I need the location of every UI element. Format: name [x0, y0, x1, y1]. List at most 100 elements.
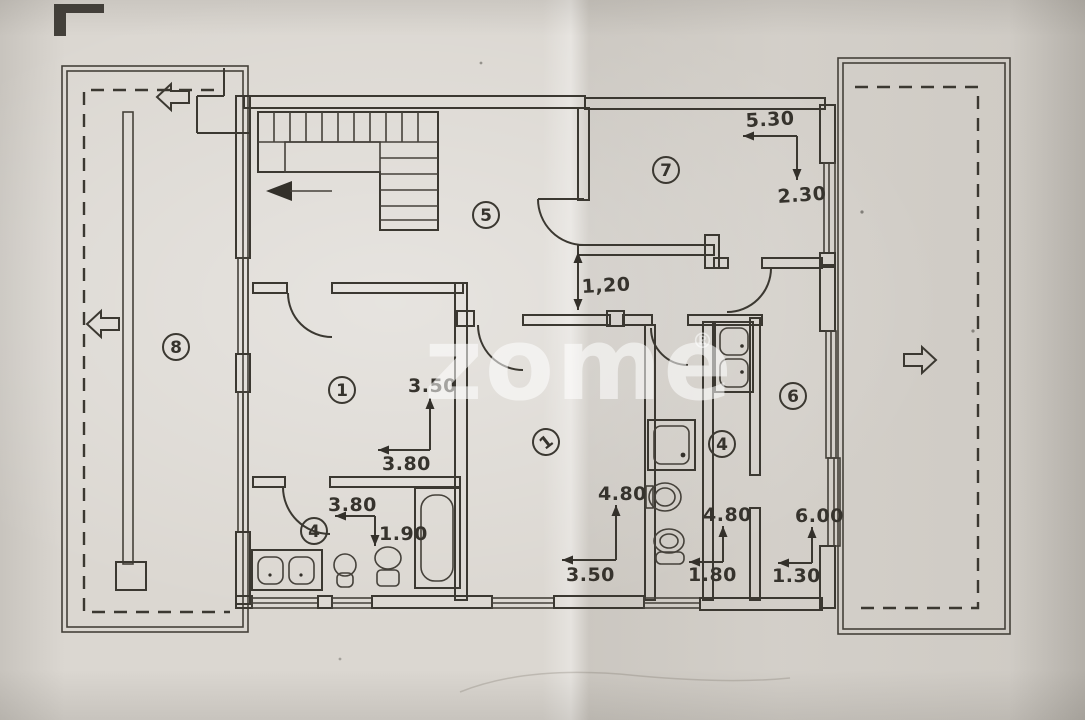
living-top-wall-a	[522, 314, 611, 326]
room7-number: 7	[660, 161, 672, 181]
dim-room6-width-label: 1.30	[772, 565, 821, 587]
exit-arrow-left-icon	[85, 308, 120, 340]
door-bath2	[650, 327, 689, 366]
toilet-2	[653, 528, 685, 565]
bottom-wall-seg3	[371, 595, 493, 609]
wall-jog	[704, 234, 720, 269]
dim-living: 4.80 3.50	[562, 483, 647, 586]
room8-number: 8	[170, 338, 182, 358]
sink-counter	[714, 321, 754, 393]
stair-treads-upper	[273, 112, 419, 142]
dim-bath2-depth-label: 4.80	[703, 504, 752, 526]
watermark-registered-icon: ®	[692, 329, 713, 353]
room6-number: 6	[787, 387, 799, 407]
top-wall-right	[584, 97, 826, 110]
door-room5	[537, 198, 585, 246]
sink-basin-left	[257, 556, 284, 585]
bath1-number: 4	[308, 522, 320, 542]
paper-crease	[459, 671, 791, 693]
bathtub	[414, 487, 461, 589]
right-wall-bottom	[819, 545, 836, 609]
wall-room1-living	[454, 282, 468, 601]
window-room7	[823, 162, 836, 254]
room1-number: 1	[336, 381, 348, 401]
window-left-1	[237, 257, 249, 355]
window-left-2	[237, 391, 249, 533]
door-room6	[726, 267, 772, 313]
window-bottom-2	[331, 597, 373, 609]
double-sink-unit	[251, 549, 323, 591]
right-wall-room7-top	[819, 104, 836, 164]
terrace-outer-border	[61, 65, 249, 633]
corner-mark	[54, 4, 104, 36]
toilet-1	[374, 546, 402, 587]
dim-room1-depth-label: 3.50	[408, 375, 457, 397]
top-wall-left	[243, 95, 586, 109]
bath2-number: 4	[716, 435, 728, 455]
bath1-top-wall-a	[252, 476, 286, 488]
room5-bottom-wall-b	[331, 282, 464, 294]
stair-well	[284, 141, 381, 173]
wall-living-bath2	[644, 324, 656, 601]
dim-room6-depth-label: 6.00	[795, 505, 844, 527]
dim-room7: 5.30 2.30	[743, 107, 827, 208]
terrace-inner-border	[842, 62, 1006, 630]
speck	[338, 657, 342, 661]
exit-arrow-top-left-icon	[155, 81, 190, 113]
speck	[479, 61, 483, 65]
room-label-living: 1	[532, 428, 560, 456]
right-wall-room7-bottom	[819, 252, 836, 268]
left-wall-bottom	[235, 531, 251, 605]
bottom-wall-seg2	[317, 595, 333, 609]
terrace-inner-border	[66, 70, 244, 628]
terrace-outer-border	[837, 57, 1011, 635]
kitchen-sink-unit	[714, 321, 754, 393]
dim-room1-width-label: 3.80	[382, 453, 431, 475]
room-label-6: 6	[779, 382, 807, 410]
dim-bath1: 3.80 1.90	[328, 494, 427, 546]
room5-number: 5	[480, 206, 492, 226]
room7-bottom-wall-b	[761, 257, 823, 269]
room7-bottom-wall-a	[713, 257, 729, 269]
window-bottom-1	[251, 597, 319, 609]
stair-treads-right	[380, 157, 438, 221]
door-living-left	[477, 324, 524, 371]
shower	[647, 419, 696, 471]
kitchen-nook-top-wall	[687, 314, 763, 326]
terrace-notch-walls	[196, 68, 251, 134]
bottom-wall-seg5	[699, 597, 823, 611]
wall-room5-room7	[577, 107, 590, 201]
right-wall-mid	[819, 264, 836, 332]
terrace-dashed-line	[82, 88, 230, 614]
left-terrace: 8	[61, 65, 251, 633]
walls	[235, 95, 841, 611]
window-room6-1	[825, 330, 837, 459]
dim-room6: 6.00 1.30	[772, 505, 844, 587]
room-label-7: 7	[652, 156, 680, 184]
room-label-5: 5	[472, 201, 500, 229]
exit-arrow-right-icon	[903, 344, 938, 376]
speck	[860, 210, 864, 214]
watermark-text: zome	[424, 305, 734, 423]
washbasin	[645, 482, 682, 512]
dim-corridor-label: 1,20	[581, 273, 631, 298]
bath2-fixtures	[645, 419, 696, 565]
dim-corridor: 1,20	[573, 252, 631, 310]
watermark: zome ®	[424, 305, 734, 423]
terrace-dashed-line	[855, 85, 980, 610]
room-label-1: 1	[328, 376, 356, 404]
bath1-top-wall-b	[329, 476, 461, 488]
wall-nook-room6-bottom	[749, 507, 761, 601]
dim-living-depth-label: 4.80	[598, 483, 647, 505]
sink-basin-right	[288, 556, 315, 585]
terrace-inner-wall	[122, 111, 134, 565]
door-bath1	[282, 486, 331, 535]
dim-bath2-width-label: 1.80	[688, 564, 737, 586]
room-label-bath2: 4	[708, 430, 736, 458]
dim-room7-depth-label: 2.30	[777, 183, 827, 208]
living-top-wall-b	[622, 314, 653, 326]
speck	[971, 329, 975, 333]
room-label-terrace8: 8	[162, 333, 190, 361]
kitchen-basin-2	[719, 358, 749, 388]
